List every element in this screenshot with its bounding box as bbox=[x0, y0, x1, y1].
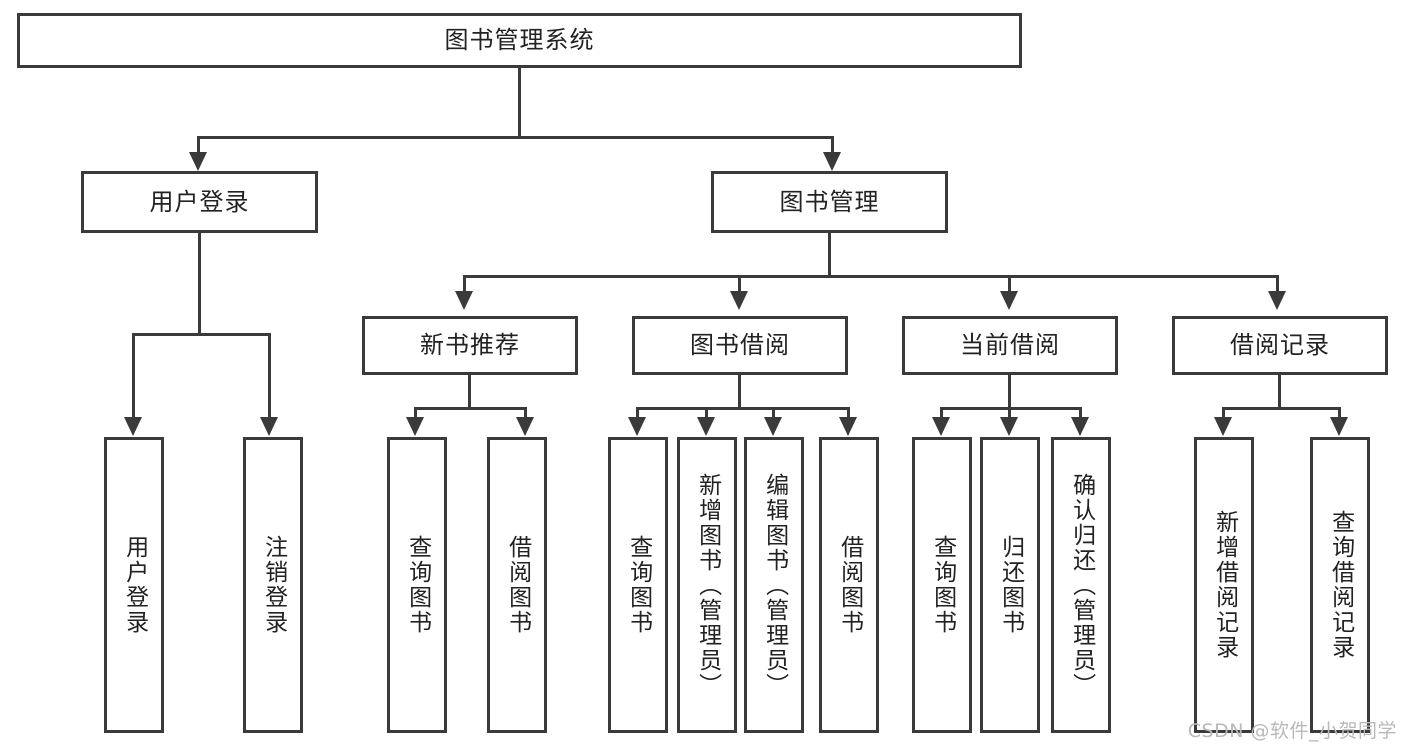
leaf-user-login[interactable]: 用户登录 bbox=[104, 437, 164, 733]
arrow-borrow-record-leaf2 bbox=[1330, 417, 1348, 436]
leaf-newbook-query-book-label: 查询图书 bbox=[404, 535, 431, 635]
node-current-borrow-label: 当前借阅 bbox=[960, 331, 1060, 360]
connector-book-mgmt-child3 bbox=[1008, 275, 1011, 295]
arrow-book-borrow-leaf1 bbox=[628, 417, 646, 436]
leaf-current-confirm-return[interactable]: 确认归还（管理员） bbox=[1051, 437, 1111, 733]
arrow-user-login-leaf1 bbox=[124, 417, 142, 436]
connector-current-borrow-leaf2 bbox=[1008, 407, 1011, 421]
arrow-current-borrow-leaf1 bbox=[932, 417, 950, 436]
connector-borrow-record-leaf2 bbox=[1338, 407, 1341, 421]
arrow-borrow-record-leaf1 bbox=[1214, 417, 1232, 436]
connector-book-borrow-bus bbox=[636, 407, 850, 410]
node-current-borrow[interactable]: 当前借阅 bbox=[902, 316, 1118, 375]
connector-user-login-stem bbox=[198, 233, 201, 335]
arrow-book-borrow-leaf4 bbox=[839, 417, 857, 436]
connector-root-stem bbox=[518, 68, 521, 138]
leaf-user-login-label: 用户登录 bbox=[121, 535, 148, 635]
connector-book-borrow-leaf2 bbox=[705, 407, 708, 421]
node-book-management[interactable]: 图书管理 bbox=[711, 171, 948, 233]
arrow-root-to-user-login bbox=[189, 152, 207, 171]
leaf-current-return-book[interactable]: 归还图书 bbox=[980, 437, 1040, 733]
leaf-current-confirm-return-label: 确认归还（管理员） bbox=[1068, 472, 1095, 698]
node-book-borrow[interactable]: 图书借阅 bbox=[632, 316, 848, 375]
leaf-record-add[interactable]: 新增借阅记录 bbox=[1194, 437, 1254, 733]
leaf-borrow-add-book[interactable]: 新增图书（管理员） bbox=[677, 437, 737, 733]
arrow-current-borrow-leaf3 bbox=[1071, 417, 1089, 436]
arrow-book-mgmt-child3 bbox=[1000, 291, 1018, 310]
connector-new-book-bus bbox=[414, 407, 527, 410]
connector-user-login-leaf1 bbox=[132, 333, 135, 421]
leaf-newbook-borrow-book-label: 借阅图书 bbox=[504, 535, 531, 635]
node-root[interactable]: 图书管理系统 bbox=[17, 13, 1022, 68]
connector-current-borrow-leaf1 bbox=[940, 407, 943, 421]
leaf-logout[interactable]: 注销登录 bbox=[243, 437, 303, 733]
connector-user-login-bus bbox=[132, 333, 271, 336]
leaf-borrow-query-book-label: 查询图书 bbox=[625, 535, 652, 635]
connector-book-mgmt-stem bbox=[828, 233, 831, 277]
arrow-new-book-leaf2 bbox=[516, 417, 534, 436]
connector-root-bus bbox=[197, 136, 834, 139]
node-borrow-record-label: 借阅记录 bbox=[1230, 331, 1330, 360]
leaf-borrow-edit-book-label: 编辑图书（管理员） bbox=[761, 472, 788, 698]
node-root-label: 图书管理系统 bbox=[444, 26, 595, 55]
connector-book-borrow-leaf3 bbox=[772, 407, 775, 421]
leaf-logout-label: 注销登录 bbox=[260, 535, 287, 635]
leaf-newbook-borrow-book[interactable]: 借阅图书 bbox=[487, 437, 547, 733]
connector-new-book-stem bbox=[468, 375, 471, 409]
leaf-borrow-borrow-book-label: 借阅图书 bbox=[836, 535, 863, 635]
leaf-current-return-book-label: 归还图书 bbox=[997, 535, 1024, 635]
connector-root-to-user-login bbox=[197, 136, 200, 156]
leaf-current-query-book-label: 查询图书 bbox=[929, 535, 956, 635]
connector-current-borrow-bus bbox=[940, 407, 1082, 410]
arrow-user-login-leaf2 bbox=[260, 417, 278, 436]
watermark: CSDN @软件_小贺同学 bbox=[1187, 720, 1397, 742]
connector-book-borrow-stem bbox=[738, 375, 741, 409]
connector-new-book-leaf2 bbox=[524, 407, 527, 421]
arrow-book-borrow-leaf2 bbox=[697, 417, 715, 436]
connector-book-borrow-leaf4 bbox=[847, 407, 850, 421]
connector-borrow-record-leaf1 bbox=[1222, 407, 1225, 421]
connector-root-to-book-mgmt bbox=[831, 136, 834, 156]
node-book-management-label: 图书管理 bbox=[779, 187, 880, 216]
leaf-newbook-query-book[interactable]: 查询图书 bbox=[387, 437, 447, 733]
connector-borrow-record-bus bbox=[1222, 407, 1341, 410]
node-book-borrow-label: 图书借阅 bbox=[690, 331, 790, 360]
arrow-book-mgmt-child1 bbox=[455, 291, 473, 310]
arrow-new-book-leaf1 bbox=[406, 417, 424, 436]
connector-borrow-record-stem bbox=[1278, 375, 1281, 409]
leaf-record-query-label: 查询借阅记录 bbox=[1327, 510, 1354, 660]
connector-current-borrow-stem bbox=[1008, 375, 1011, 409]
connector-current-borrow-leaf3 bbox=[1079, 407, 1082, 421]
leaf-record-add-label: 新增借阅记录 bbox=[1211, 510, 1238, 660]
node-user-login-label: 用户登录 bbox=[149, 187, 250, 216]
connector-new-book-leaf1 bbox=[414, 407, 417, 421]
node-new-book-recommend-label: 新书推荐 bbox=[420, 331, 520, 360]
leaf-borrow-borrow-book[interactable]: 借阅图书 bbox=[819, 437, 879, 733]
leaf-current-query-book[interactable]: 查询图书 bbox=[912, 437, 972, 733]
node-user-login[interactable]: 用户登录 bbox=[81, 171, 318, 233]
arrow-book-mgmt-child2 bbox=[730, 291, 748, 310]
arrow-book-mgmt-child4 bbox=[1268, 291, 1286, 310]
arrow-current-borrow-leaf2 bbox=[1000, 417, 1018, 436]
connector-user-login-leaf2 bbox=[268, 333, 271, 421]
leaf-borrow-query-book[interactable]: 查询图书 bbox=[608, 437, 668, 733]
leaf-borrow-edit-book[interactable]: 编辑图书（管理员） bbox=[744, 437, 804, 733]
node-borrow-record[interactable]: 借阅记录 bbox=[1172, 316, 1388, 375]
connector-book-mgmt-child1 bbox=[463, 275, 466, 295]
leaf-borrow-add-book-label: 新增图书（管理员） bbox=[694, 472, 721, 698]
connector-book-borrow-leaf1 bbox=[636, 407, 639, 421]
arrow-root-to-book-mgmt bbox=[823, 152, 841, 171]
connector-book-mgmt-child2 bbox=[738, 275, 741, 295]
connector-book-mgmt-child4 bbox=[1276, 275, 1279, 295]
arrow-book-borrow-leaf3 bbox=[764, 417, 782, 436]
node-new-book-recommend[interactable]: 新书推荐 bbox=[362, 316, 578, 375]
connector-book-mgmt-bus bbox=[463, 275, 1279, 278]
leaf-record-query[interactable]: 查询借阅记录 bbox=[1310, 437, 1370, 733]
